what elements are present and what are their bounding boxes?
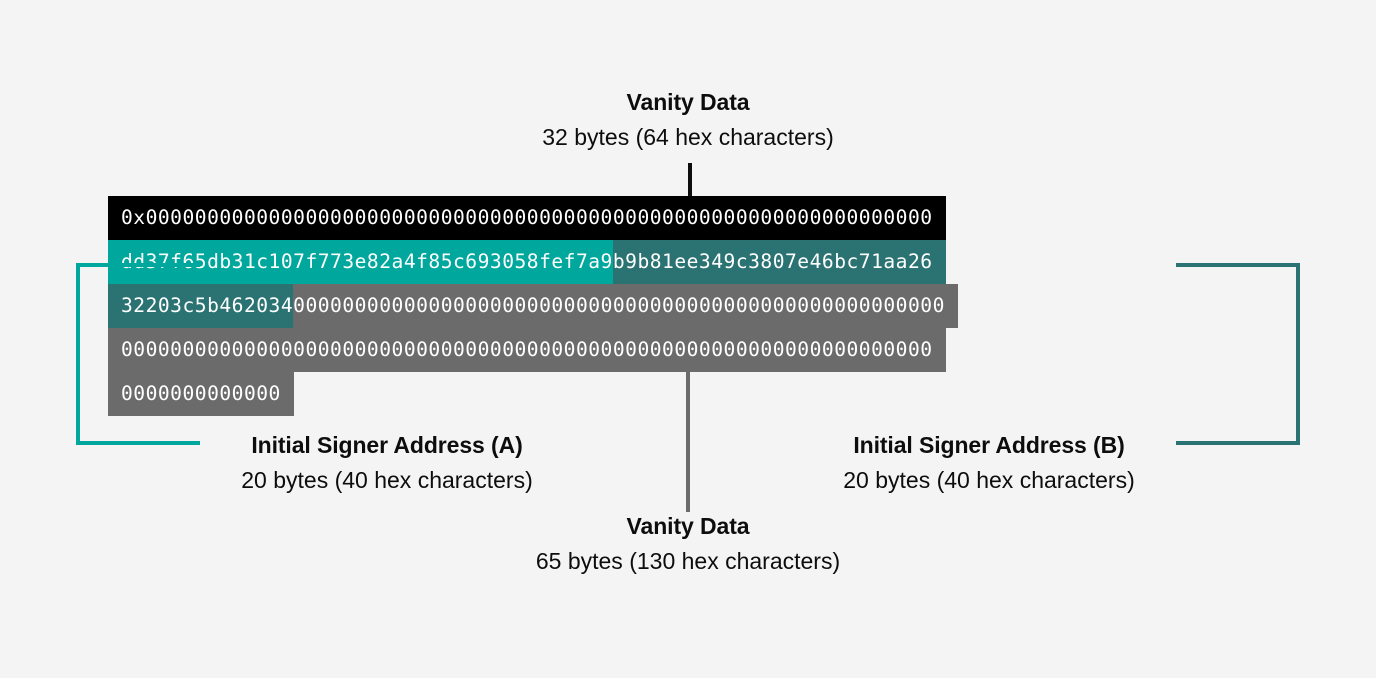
hex-segment-padding: 0000000000000000000000000000000000000000… (293, 284, 958, 328)
label-signer-b-title: Initial Signer Address (B) (853, 432, 1125, 458)
label-vanity-data-top-subtitle: 32 bytes (64 hex characters) (542, 124, 834, 150)
label-signer-b: Initial Signer Address (B) 20 bytes (40 … (689, 431, 1289, 495)
hex-row: 0000000000000000000000000000000000000000… (108, 328, 1268, 372)
bracket-signer-a (76, 263, 200, 445)
hex-segment-signer-b-part2: 32203c5b462034 (108, 284, 294, 328)
label-signer-a-subtitle: 20 bytes (40 hex characters) (241, 467, 533, 493)
connector-line-vanity-top (688, 163, 692, 197)
label-vanity-data-bottom-title: Vanity Data (626, 513, 750, 539)
hex-row: dd37f65db31c107f773e82a4f85c693058fef7a9… (108, 240, 1268, 284)
label-vanity-data-top-title: Vanity Data (626, 89, 750, 115)
hex-segment-padding: 0000000000000000000000000000000000000000… (108, 328, 946, 372)
label-signer-b-subtitle: 20 bytes (40 hex characters) (843, 467, 1135, 493)
hex-row: 0000000000000 (108, 372, 1268, 416)
connector-line-vanity-bottom (686, 372, 690, 512)
hex-segment-padding: 0000000000000 (108, 372, 294, 416)
label-vanity-data-bottom-subtitle: 65 bytes (130 hex characters) (535, 548, 841, 574)
hex-segment-prefix-vanity: 0x00000000000000000000000000000000000000… (108, 196, 946, 240)
bracket-signer-b (1176, 263, 1300, 445)
hex-row: 32203c5b462034 0000000000000000000000000… (108, 284, 1268, 328)
hex-segment-signer-b-part1: b9b81ee349c3807e46bc71aa26 (612, 240, 946, 284)
label-signer-a: Initial Signer Address (A) 20 bytes (40 … (87, 431, 687, 495)
label-vanity-data-top: Vanity Data 32 bytes (64 hex characters) (388, 88, 988, 152)
label-vanity-data-bottom: Vanity Data 65 bytes (130 hex characters… (388, 512, 988, 576)
hex-byte-block: 0x00000000000000000000000000000000000000… (108, 196, 1268, 416)
hex-segment-signer-a: dd37f65db31c107f773e82a4f85c693058fef7a9 (108, 240, 613, 284)
label-signer-a-title: Initial Signer Address (A) (251, 432, 523, 458)
hex-row: 0x00000000000000000000000000000000000000… (108, 196, 1268, 240)
